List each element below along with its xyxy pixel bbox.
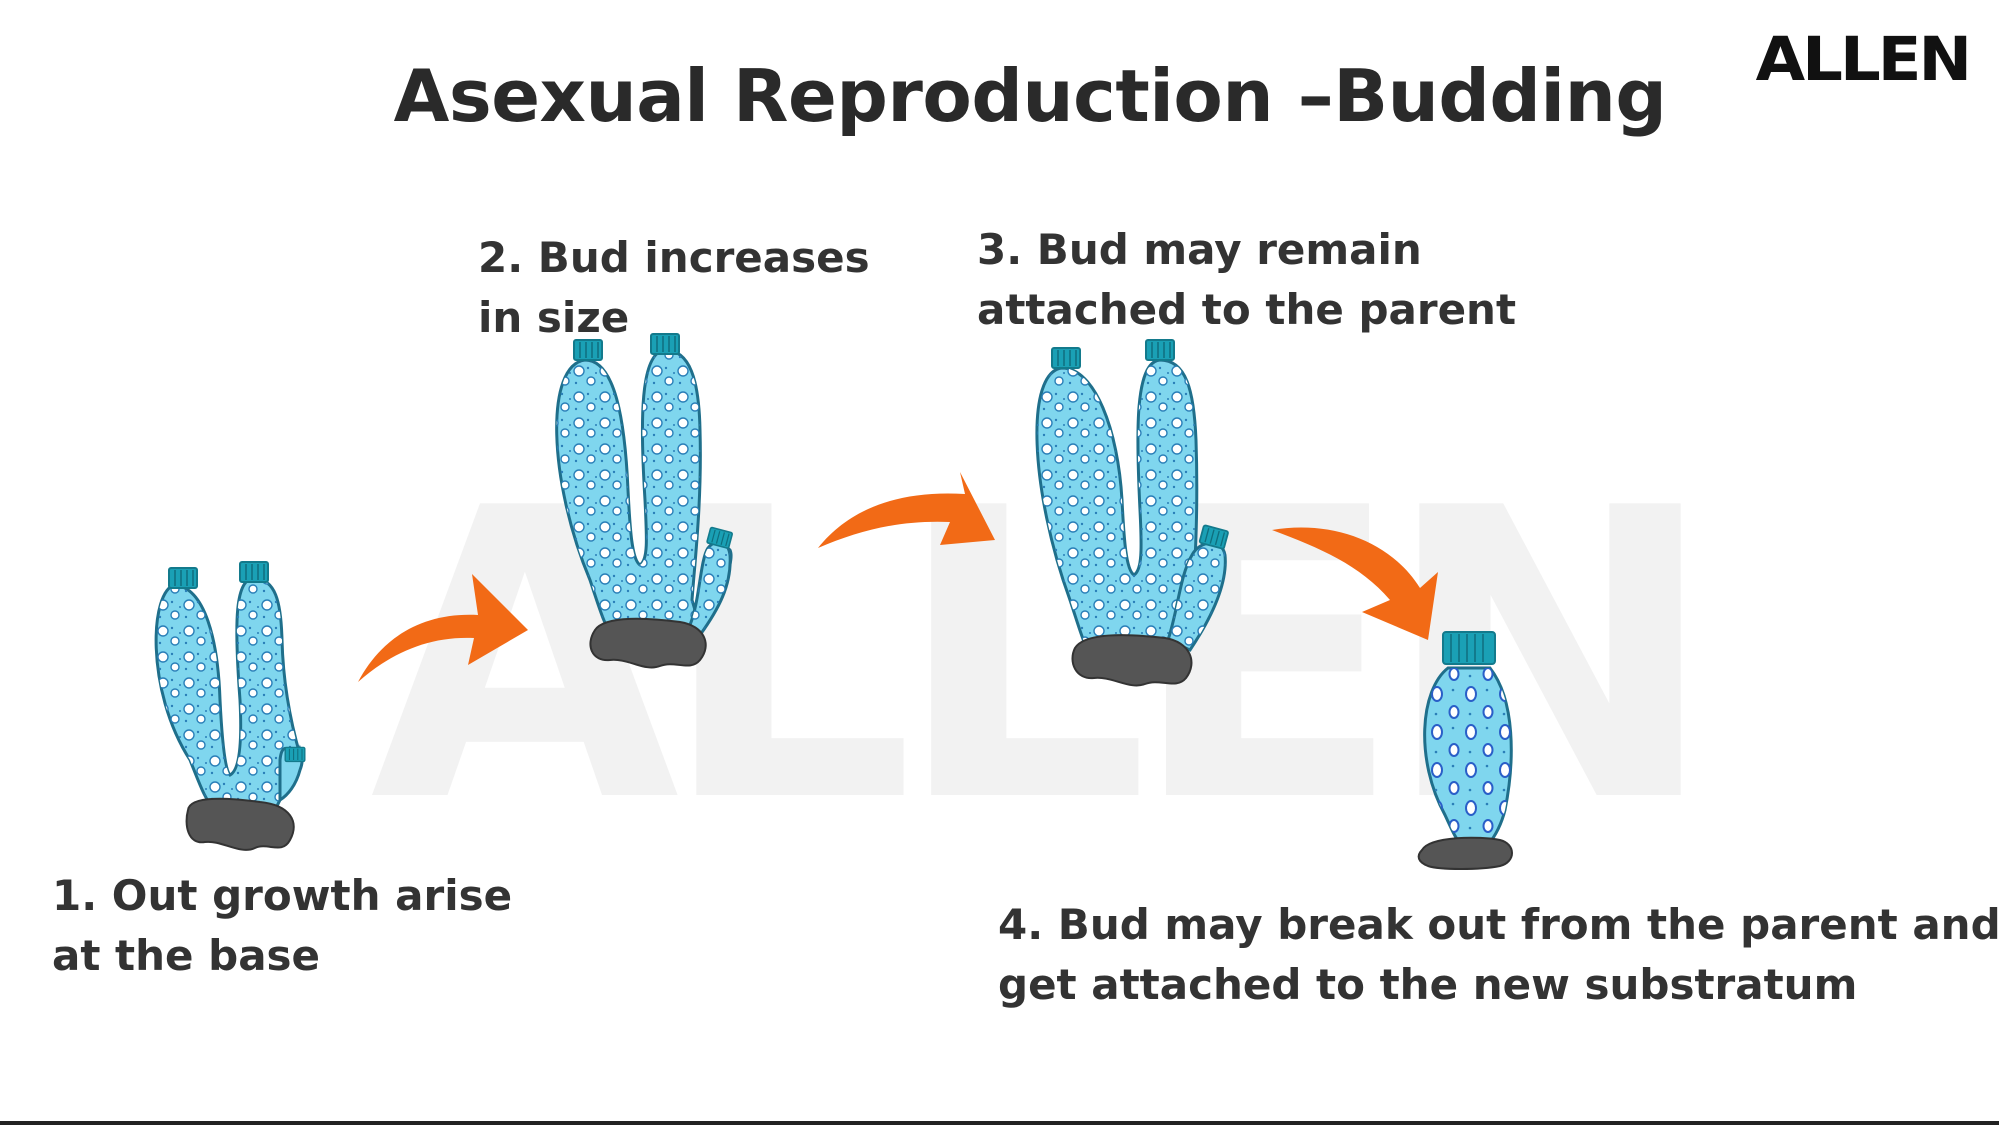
step-2-label: 2. Bud increases in size [478, 228, 870, 348]
step-4-line-2: get attached to the new substratum [998, 960, 1858, 1009]
hydra-icon [1035, 339, 1230, 687]
step-1-label: 1. Out growth arise at the base [52, 866, 512, 986]
step-1-line-1: 1. Out growth arise [52, 871, 513, 920]
hydra-icon [555, 333, 734, 669]
allen-logo: ALLEN [1755, 24, 1972, 96]
bottom-border [0, 1121, 1999, 1125]
step-3-line-1: 3. Bud may remain [977, 225, 1422, 274]
step-4-line-1: 4. Bud may break out from the parent and [998, 900, 1999, 949]
hydra-icon [1417, 631, 1513, 870]
step-2-line-2: in size [478, 293, 630, 342]
step-4-label: 4. Bud may break out from the parent and… [998, 895, 1999, 1015]
curved-arrow-icon [358, 574, 528, 682]
step-3-line-2: attached to the parent [977, 285, 1517, 334]
page-title: Asexual Reproduction –Budding [393, 54, 1667, 138]
step-3-label: 3. Bud may remain attached to the parent [977, 220, 1516, 340]
curved-arrow-icon [818, 472, 995, 548]
curved-arrow-icon [1272, 527, 1438, 640]
step-2-line-1: 2. Bud increases [478, 233, 870, 282]
step-1-line-2: at the base [52, 931, 321, 980]
hydra-icon [154, 561, 306, 851]
